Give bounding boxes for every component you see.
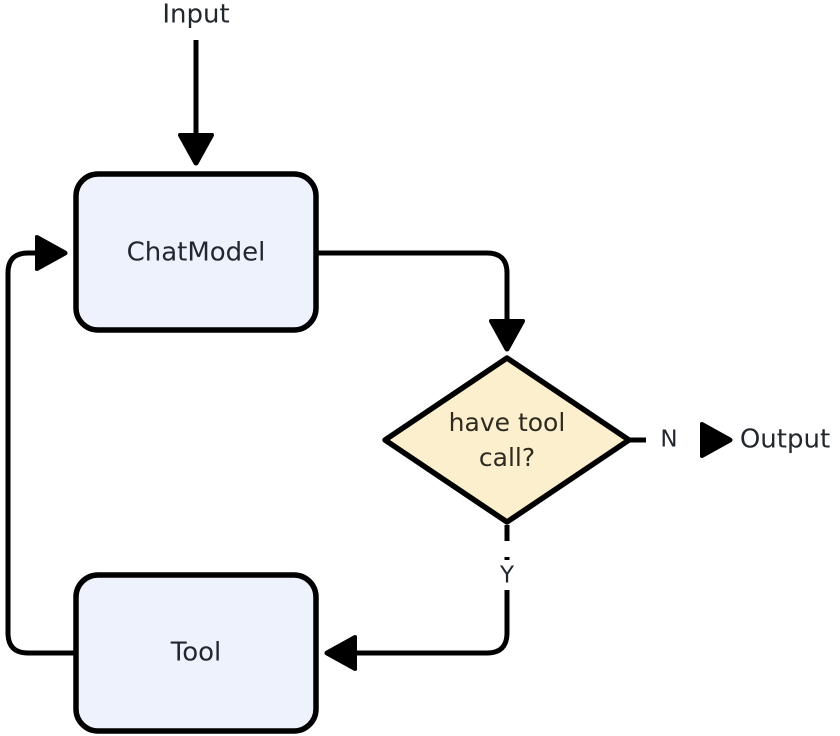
node-decision-diamond[interactable] — [382, 355, 632, 525]
node-tool-box[interactable] — [73, 572, 319, 734]
node-output-label: Output — [740, 425, 830, 455]
node-tool-label: Tool — [170, 638, 222, 668]
edge-tool-to-chatmodel — [5, 253, 76, 656]
node-decision-label-line2: call? — [479, 443, 535, 472]
edge-chatmodel-to-decision — [316, 250, 507, 346]
edge-label-n: N — [660, 427, 677, 453]
node-chatmodel-box[interactable] — [73, 171, 319, 333]
node-chatmodel-label: ChatModel — [127, 238, 266, 268]
edge-label-y: Y — [499, 563, 515, 589]
node-input-label: Input — [162, 0, 229, 30]
edge-decision-to-tool — [330, 590, 510, 653]
node-decision-label-line1: have tool — [449, 408, 566, 437]
